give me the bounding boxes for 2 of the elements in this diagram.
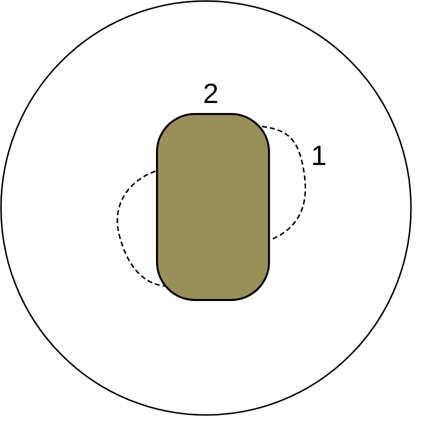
part-number: 2 — [203, 79, 219, 109]
part-number: 1 — [311, 141, 327, 171]
